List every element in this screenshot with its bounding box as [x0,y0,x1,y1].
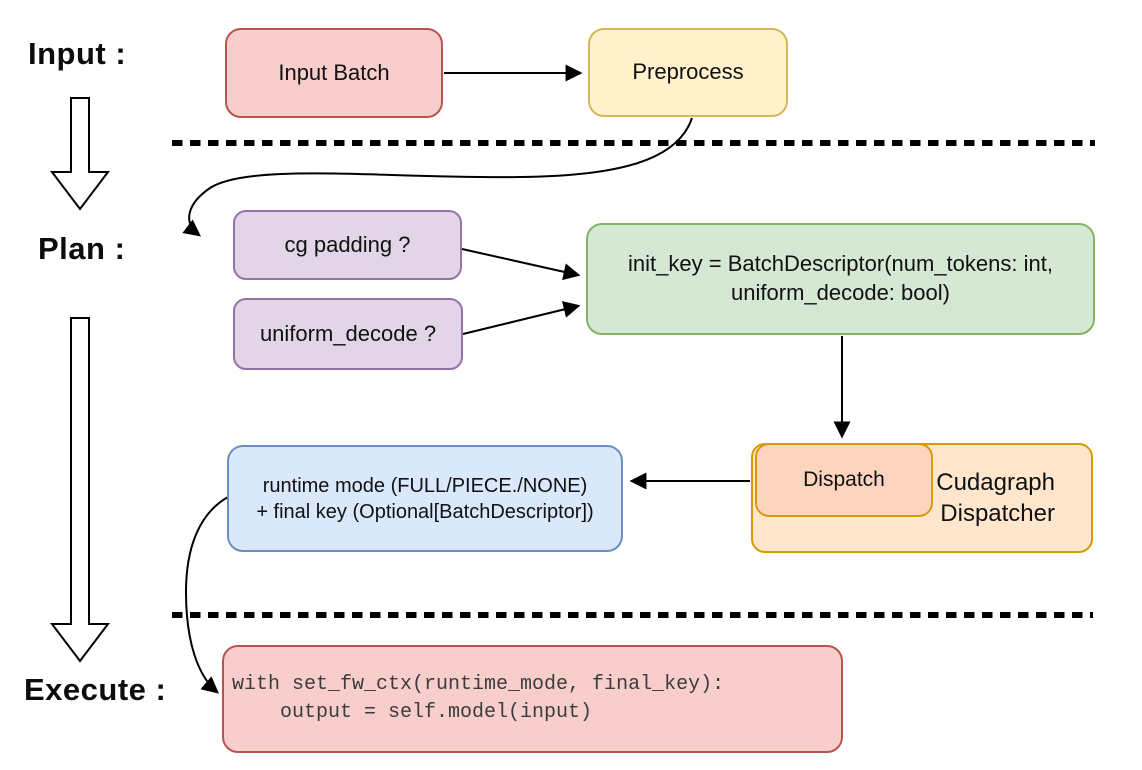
node-preprocess-label: Preprocess [632,59,744,85]
node-cudagraph-dispatcher-line2: Dispatcher [940,500,1055,527]
node-init-key: init_key = BatchDescriptor(num_tokens: i… [586,223,1095,335]
stage-label-input: Input : [28,36,127,71]
node-dispatch: Dispatch [755,443,933,517]
execute-code-line1: with set_fw_ctx(runtime_mode, final_key)… [232,673,725,696]
node-cg-padding: cg padding ? [233,210,462,280]
node-input-batch-label: Input Batch [278,59,390,85]
node-cudagraph-dispatcher-line1: Cudagraph [936,468,1055,496]
node-dispatch-label: Dispatch [803,468,885,492]
node-input-batch: Input Batch [225,28,443,118]
node-runtime-mode-line2: + final key (Optional[BatchDescriptor]) [256,500,594,523]
arrow-uniform-decode-to-init-key [462,301,581,335]
node-uniform-decode: uniform_decode ? [233,298,463,370]
stage-arrow-plan-to-execute [49,317,111,663]
arrow-cg-padding-to-init-key [461,248,581,281]
node-uniform-decode-label: uniform_decode ? [259,320,437,346]
stage-label-plan: Plan : [38,231,126,266]
node-runtime-mode: runtime mode (FULL/PIECE./NONE) + final … [227,445,623,552]
node-cg-padding-label: cg padding ? [284,231,411,257]
node-execute-code: with set_fw_ctx(runtime_mode, final_key)… [222,645,843,753]
node-init-key-line1: init_key = BatchDescriptor(num_tokens: i… [628,251,1053,277]
stage-label-execute: Execute : [24,672,167,707]
stage-arrow-input-to-plan [49,97,111,211]
node-preprocess: Preprocess [588,28,788,117]
execute-code-line2: output = self.model(input) [232,701,593,724]
node-runtime-mode-line1: runtime mode (FULL/PIECE./NONE) [262,474,588,497]
node-init-key-line2: uniform_decode: bool) [731,280,950,305]
